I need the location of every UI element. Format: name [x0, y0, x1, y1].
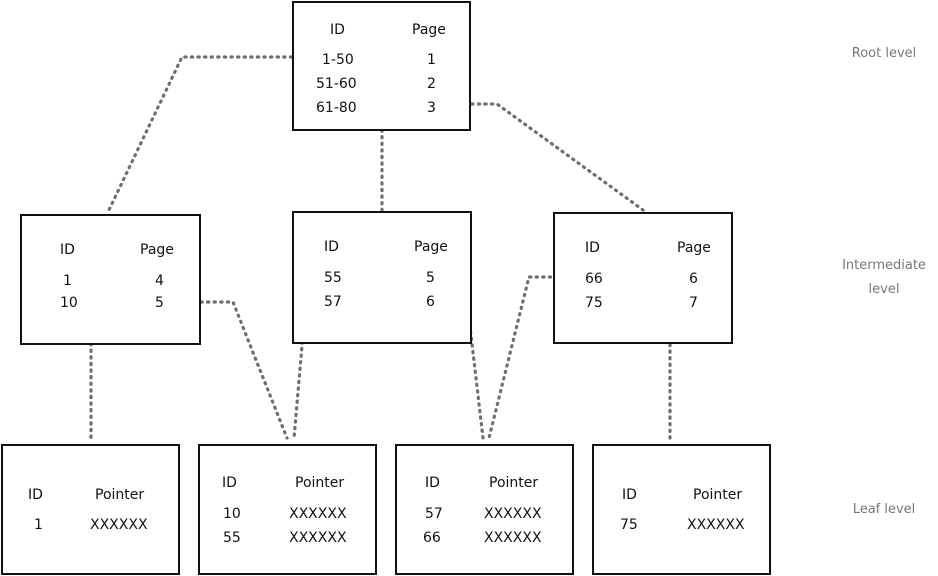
intermediate-2-row-1-page: 5 — [426, 270, 435, 286]
leaf-1-header-pointer: Pointer — [95, 487, 145, 503]
leaf-3-header-id: ID — [425, 475, 440, 491]
intermediate-3-row-2-id: 75 — [585, 295, 603, 311]
intermediate-3-row-1-page: 6 — [689, 271, 698, 287]
level-label-root: Root level — [832, 42, 936, 66]
leaf-node-1: ID Pointer 1 XXXXXX — [1, 444, 180, 575]
intermediate-3-row-1-id: 66 — [585, 271, 603, 287]
leaf-4-row-1-id: 75 — [620, 517, 638, 533]
intermediate-1-row-1-id: 1 — [63, 273, 72, 289]
leaf-2-header-pointer: Pointer — [295, 475, 345, 491]
intermediate-1-row-1-page: 4 — [155, 273, 164, 289]
leaf-1-header-id: ID — [28, 487, 43, 503]
level-label-intermediate-line-1: Intermediate — [842, 258, 926, 273]
level-label-intermediate-line-2: level — [868, 282, 900, 297]
leaf-3-row-1-pointer: XXXXXX — [484, 506, 542, 522]
root-header-page: Page — [412, 22, 446, 38]
intermediate-node-1: ID Page 1 4 10 5 — [20, 214, 201, 345]
link-intermediate-1-id-1-to-leaf-1 — [78, 280, 93, 440]
intermediate-1-row-2-page: 5 — [155, 295, 164, 311]
level-label-leaf: Leaf level — [832, 498, 936, 522]
intermediate-1-header-page: Page — [140, 242, 174, 258]
leaf-3-row-2-pointer: XXXXXX — [484, 530, 542, 546]
root-row-1-page: 1 — [427, 52, 436, 68]
intermediate-3-row-2-page: 7 — [689, 295, 698, 311]
leaf-3-header-pointer: Pointer — [489, 475, 539, 491]
level-label-root-text: Root level — [851, 46, 917, 61]
leaf-node-3: ID Pointer 57 XXXXXX 66 XXXXXX — [395, 444, 574, 575]
root-row-3-page: 3 — [427, 100, 436, 116]
link-root-61-80-to-intermediate-3 — [450, 102, 645, 212]
leaf-2-row-2-id: 55 — [223, 530, 241, 546]
leaf-1-row-1-id: 1 — [34, 517, 43, 533]
intermediate-2-row-1-id: 55 — [324, 270, 342, 286]
root-row-2-id: 51-60 — [316, 76, 357, 92]
leaf-4-row-1-pointer: XXXXXX — [687, 517, 745, 533]
intermediate-3-header-page: Page — [677, 240, 711, 256]
root-node: ID Page 1-50 1 51-60 2 61-80 3 — [292, 1, 471, 131]
intermediate-2-row-2-id: 57 — [324, 294, 342, 310]
leaf-2-row-1-pointer: XXXXXX — [289, 506, 347, 522]
intermediate-2-header-page: Page — [414, 239, 448, 255]
leaf-2-row-1-id: 10 — [223, 506, 241, 522]
intermediate-3-header-id: ID — [585, 240, 600, 256]
level-label-leaf-text: Leaf level — [852, 502, 916, 517]
intermediate-node-3: ID Page 66 6 75 7 — [553, 212, 733, 344]
leaf-4-header-id: ID — [622, 487, 637, 503]
leaf-3-row-2-id: 66 — [423, 530, 441, 546]
root-header-id: ID — [330, 22, 345, 38]
leaf-node-4: ID Pointer 75 XXXXXX — [592, 444, 771, 575]
leaf-3-row-1-id: 57 — [425, 506, 443, 522]
intermediate-2-row-2-page: 6 — [426, 294, 435, 310]
intermediate-2-header-id: ID — [324, 239, 339, 255]
root-row-1-id: 1-50 — [322, 52, 354, 68]
leaf-1-row-1-pointer: XXXXXX — [90, 517, 148, 533]
leaf-node-2: ID Pointer 10 XXXXXX 55 XXXXXX — [198, 444, 377, 575]
level-label-intermediate: Intermediate level — [832, 254, 936, 302]
root-row-2-page: 2 — [427, 76, 436, 92]
intermediate-1-row-2-id: 10 — [60, 295, 78, 311]
intermediate-node-2: ID Page 55 5 57 6 — [292, 211, 472, 344]
leaf-2-header-id: ID — [222, 475, 237, 491]
leaf-4-header-pointer: Pointer — [693, 487, 743, 503]
link-root-1-50-to-intermediate-1 — [106, 55, 320, 214]
root-row-3-id: 61-80 — [316, 100, 357, 116]
leaf-2-row-2-pointer: XXXXXX — [289, 530, 347, 546]
intermediate-1-header-id: ID — [60, 242, 75, 258]
